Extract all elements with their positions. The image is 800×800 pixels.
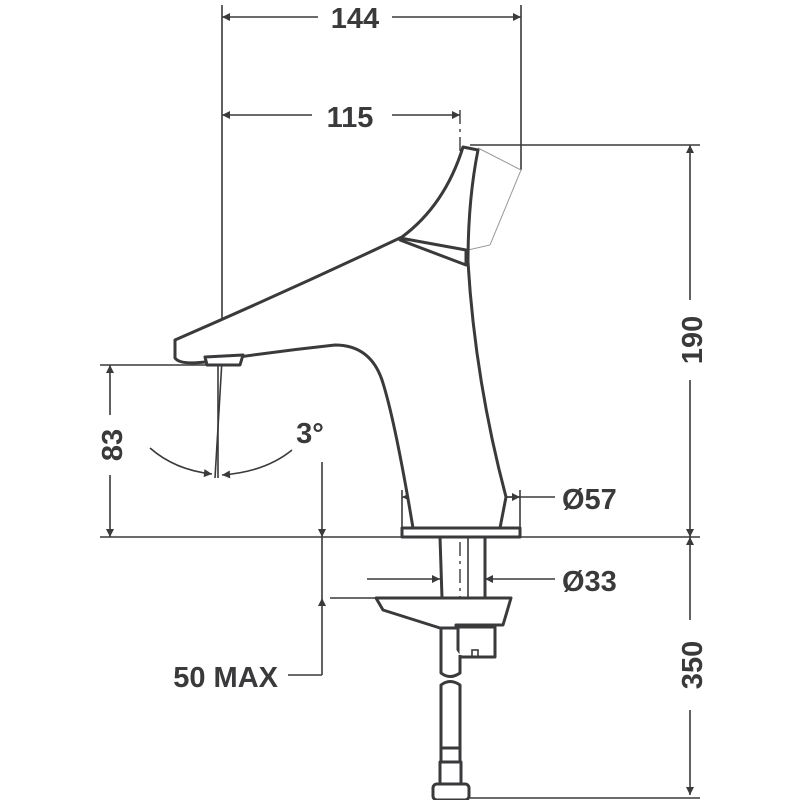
- mounting-hardware: [374, 536, 513, 659]
- dim-label-115: 115: [327, 102, 374, 134]
- dim-label-350: 350: [677, 641, 709, 689]
- dimension-33: Ø33: [367, 566, 617, 598]
- dim-label-57: Ø57: [562, 484, 617, 516]
- dimension-115: 115: [222, 102, 460, 134]
- dim-label-angle: 3°: [296, 418, 324, 450]
- dimension-83: 83: [97, 365, 129, 537]
- dim-label-33: Ø33: [562, 566, 617, 598]
- dim-label-144: 144: [331, 3, 379, 35]
- dimension-angle: 3°: [149, 418, 324, 479]
- supply-hose: [431, 628, 471, 800]
- dimension-50-max: 50 MAX: [173, 462, 326, 694]
- faucet-body: [173, 145, 522, 539]
- dim-label-50-max: 50 MAX: [173, 662, 278, 694]
- dimension-190: 190: [677, 145, 709, 537]
- dim-label-190: 190: [677, 316, 709, 364]
- dim-label-83: 83: [97, 429, 129, 461]
- dimension-144: 144: [222, 3, 521, 35]
- dimension-350: 350: [470, 537, 709, 799]
